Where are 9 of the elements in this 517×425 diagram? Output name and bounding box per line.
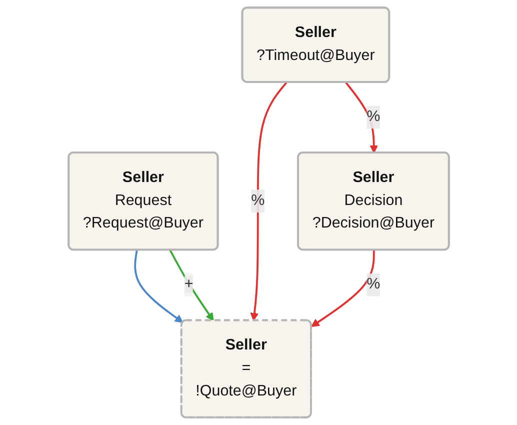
edge-label: % <box>366 276 380 293</box>
arrow <box>344 82 378 154</box>
arrow <box>310 250 375 327</box>
arrow <box>169 250 214 322</box>
edge-label: % <box>250 192 264 209</box>
edge-label: % <box>366 108 380 125</box>
arrow <box>250 82 287 322</box>
arrow <box>134 250 183 323</box>
edge-label: + <box>184 276 193 293</box>
